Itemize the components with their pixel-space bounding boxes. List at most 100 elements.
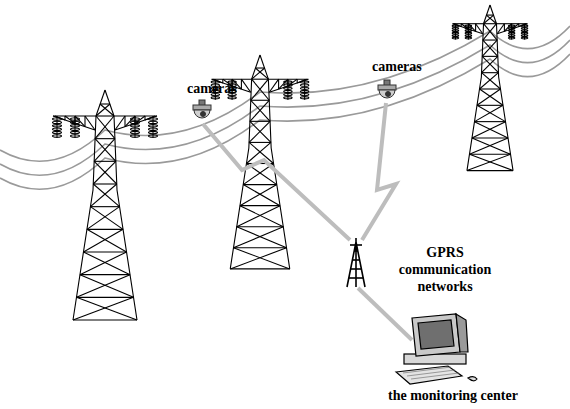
- tower-strut: [90, 184, 116, 207]
- insulator-disc: [521, 32, 527, 34]
- tower-strut: [53, 116, 95, 130]
- insulator-disc: [71, 125, 80, 127]
- power-line: [0, 40, 570, 175]
- insulator-disc: [508, 37, 514, 39]
- tower-strut: [240, 206, 283, 227]
- key-row: [403, 367, 451, 373]
- tower-strut: [482, 56, 498, 57]
- tower-strut: [237, 226, 284, 227]
- tower-strut: [472, 122, 506, 138]
- tower-strut: [80, 275, 134, 298]
- insulator-disc: [452, 37, 458, 39]
- insulator-disc: [465, 30, 471, 32]
- insulator-disc: [521, 25, 527, 27]
- tower-strut: [115, 116, 125, 130]
- tower-strut: [476, 24, 483, 34]
- insulator-disc: [53, 121, 62, 123]
- insulator-disc: [465, 27, 471, 29]
- tower-strut: [100, 103, 110, 104]
- tower-strut: [73, 319, 137, 320]
- tower-leg: [114, 116, 137, 320]
- tower-strut: [474, 122, 508, 138]
- transmission-tower: [53, 90, 158, 320]
- insulator-disc: [452, 32, 458, 34]
- key-row: [407, 370, 455, 376]
- tower-strut: [474, 105, 503, 121]
- tower-strut: [83, 229, 123, 252]
- antenna-brace: [354, 250, 358, 252]
- tower-strut: [250, 100, 269, 121]
- keyboard: [396, 366, 462, 384]
- tower-strut: [483, 40, 498, 56]
- tower-strut: [269, 79, 308, 92]
- wireless-link: [203, 124, 350, 240]
- camera-dome: [194, 110, 210, 118]
- insulator-disc: [284, 90, 292, 92]
- tower-strut: [243, 185, 280, 206]
- camera-label: cameras: [372, 58, 422, 75]
- insulator-disc: [300, 97, 308, 99]
- insulator-disc: [521, 37, 527, 39]
- tower-strut: [233, 227, 283, 248]
- tower-strut: [484, 24, 498, 40]
- antenna-brace: [351, 268, 362, 270]
- tower-strut: [278, 79, 279, 89]
- tower-strut: [213, 79, 214, 81]
- center-label: the monitoring center: [388, 387, 518, 404]
- tower-strut: [469, 154, 513, 170]
- insulator-disc: [300, 81, 308, 83]
- insulator-disc: [284, 97, 292, 99]
- tower-strut: [76, 297, 133, 298]
- tower-strut: [482, 40, 497, 56]
- tower-strut: [237, 206, 280, 227]
- tower-strut: [90, 206, 119, 207]
- insulator-disc: [211, 97, 219, 99]
- antenna-mast: [347, 238, 365, 287]
- tower-strut: [54, 115, 55, 117]
- antenna-tower: [347, 238, 365, 287]
- tower-strut: [469, 138, 508, 154]
- monitor-side: [456, 314, 468, 352]
- tower-strut: [80, 274, 130, 275]
- insulator-disc: [149, 131, 158, 133]
- computer-icon: [396, 314, 477, 384]
- keyboard-keys: [403, 367, 459, 379]
- insulator-disc: [71, 128, 80, 130]
- insulator-disc: [149, 125, 158, 127]
- tower-strut: [237, 227, 287, 248]
- tower-strut: [484, 23, 497, 24]
- tower-leg: [73, 116, 96, 320]
- insulator-disc: [149, 128, 158, 130]
- tower-strut: [100, 104, 114, 116]
- tower-strut: [472, 138, 511, 154]
- tower-strut: [255, 67, 264, 68]
- tower-strut: [241, 79, 250, 92]
- insulator-disc: [228, 97, 236, 99]
- tower-strut: [93, 183, 117, 184]
- tower-strut: [251, 100, 269, 101]
- insulator-disc: [465, 32, 471, 34]
- insulator-disc: [508, 27, 514, 29]
- tower-strut: [85, 116, 95, 130]
- tower-strut: [477, 105, 506, 121]
- antenna-brace: [352, 259, 359, 261]
- wireless-link: [362, 103, 396, 240]
- antenna-brace: [349, 277, 363, 279]
- insulator-disc: [149, 121, 158, 123]
- tower-strut: [95, 139, 116, 162]
- tower-strut: [154, 115, 155, 117]
- tower-strut: [241, 79, 242, 89]
- insulator-disc: [284, 84, 292, 86]
- tower-strut: [96, 104, 110, 116]
- tower-strut: [87, 229, 123, 230]
- tower-strut: [73, 297, 134, 320]
- tower-strut: [482, 56, 498, 72]
- tower-strut: [233, 248, 289, 269]
- tower-strut: [95, 116, 114, 139]
- tower-strut: [240, 205, 280, 206]
- tower-strut: [94, 161, 117, 184]
- system-unit: [404, 354, 466, 364]
- tower-strut: [480, 88, 501, 89]
- insulator-disc: [53, 125, 62, 127]
